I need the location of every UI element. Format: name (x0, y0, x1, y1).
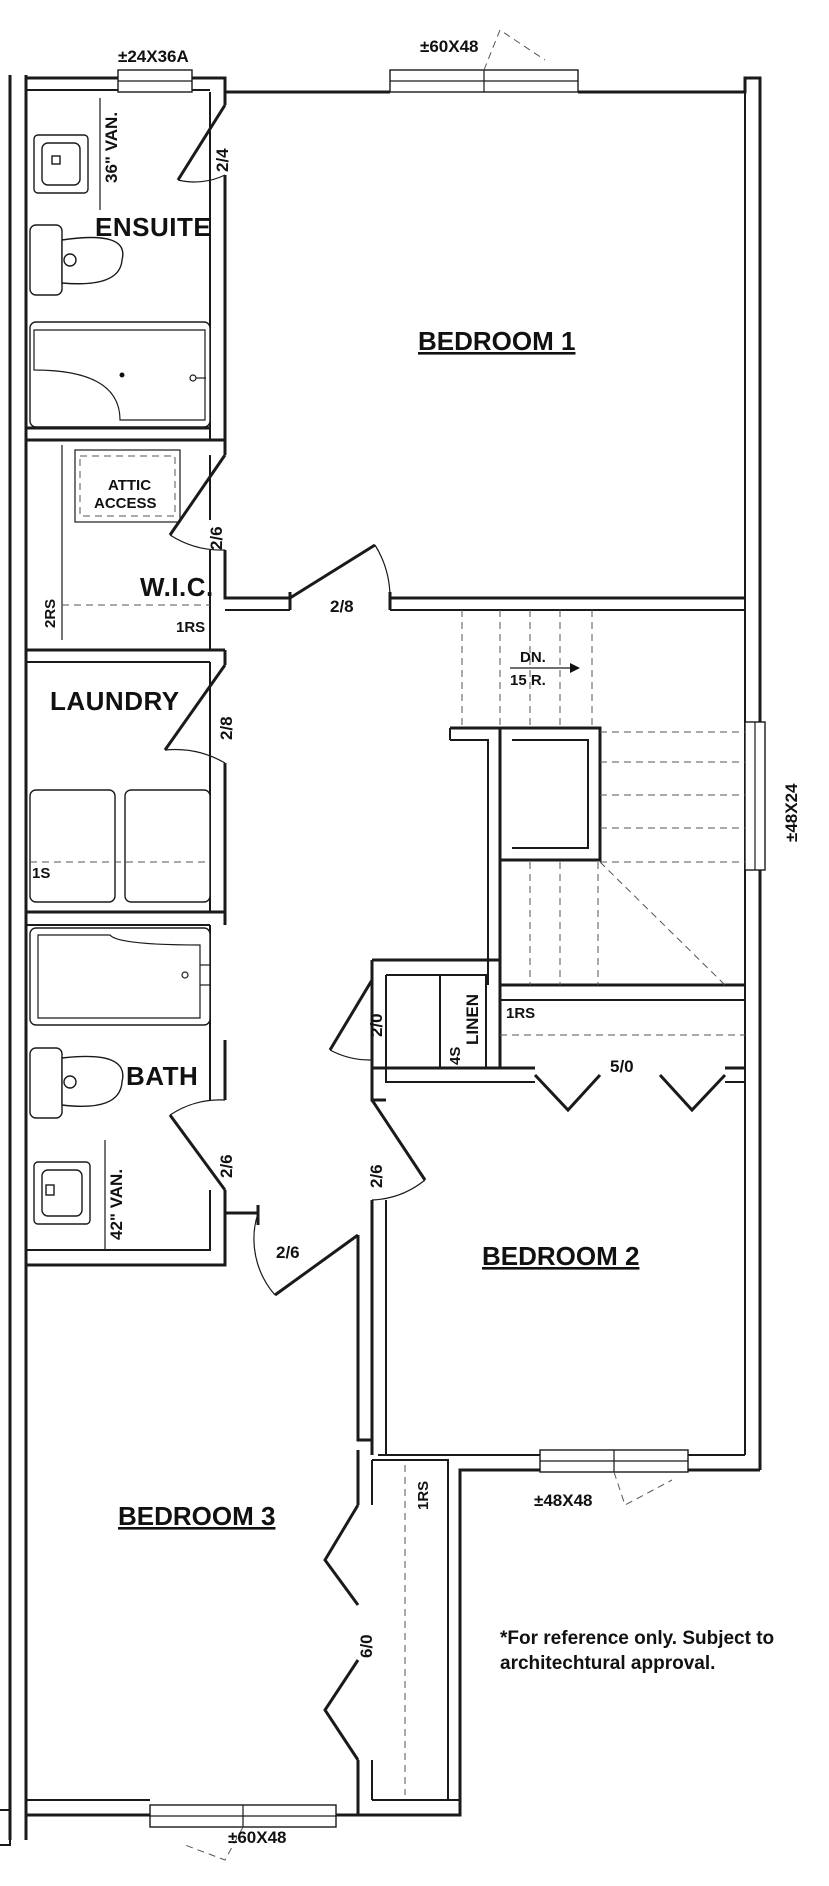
wic-details (61, 445, 210, 640)
disclaimer-line-1: *For reference only. Subject to (500, 1628, 775, 1649)
attic-access-label-2: ACCESS (94, 495, 157, 512)
door-label-bedroom3: 2/6 (276, 1243, 300, 1262)
door-label-wic: 2/6 (207, 526, 226, 550)
door-label-ensuite: 2/4 (213, 148, 232, 172)
vanity-label-ensuite: 36" VAN. (102, 112, 121, 183)
room-label-bedroom3: BEDROOM 3 (118, 1501, 275, 1531)
door-label-closet-bedroom3: 6/0 (357, 1634, 376, 1658)
vanity-label-bath: 42" VAN. (107, 1169, 126, 1240)
wic-shelf-1rs: 1RS (176, 619, 205, 636)
disclaimer-note: *For reference only. Subject to architec… (500, 1626, 820, 1676)
room-label-ensuite: ENSUITE (95, 212, 211, 242)
exterior-walls (0, 75, 762, 1846)
laundry-shelf-1s: 1S (32, 865, 50, 882)
ensuite-fixtures (29, 98, 211, 428)
door-ensuite (176, 104, 227, 183)
door-label-bath: 2/6 (217, 1154, 236, 1178)
window-bedroom3 (149, 1804, 337, 1861)
disclaimer-line-2: architechtural approval. (500, 1653, 716, 1674)
door-bedroom3 (253, 1205, 359, 1297)
door-bedroom2 (370, 1099, 427, 1201)
window-label-bedroom3: ±60X48 (228, 1828, 287, 1847)
window-label-bedroom2: ±48X48 (534, 1491, 593, 1510)
window-stair (744, 721, 766, 871)
staircase (461, 610, 745, 1036)
window-bedroom2 (539, 1449, 689, 1506)
door-label-closet-bedroom2: 5/0 (610, 1057, 634, 1076)
door-laundry (163, 664, 227, 764)
stairs-down-label: DN. (520, 649, 546, 666)
bedroom3-shelf-1rs: 1RS (415, 1481, 432, 1510)
door-closet-bedroom2 (533, 1073, 727, 1113)
door-label-linen: 2/0 (367, 1013, 386, 1037)
room-label-laundry: LAUNDRY (50, 686, 180, 716)
door-closet-bedroom3 (323, 1504, 360, 1761)
window-label-bedroom1: ±60X48 (420, 37, 479, 56)
room-label-bath: BATH (126, 1061, 198, 1091)
door-label-laundry: 2/8 (217, 716, 236, 740)
window-bedroom1 (389, 29, 579, 93)
bath-fixtures (29, 927, 211, 1250)
window-label-ensuite: ±24X36A (118, 47, 189, 66)
stairs-risers-label: 15 R. (510, 672, 546, 689)
hall-shelf-1rs: 1RS (506, 1005, 535, 1022)
door-linen (328, 979, 374, 1061)
door-bedroom1 (288, 543, 392, 610)
room-label-bedroom1: BEDROOM 1 (418, 326, 575, 356)
door-label-bedroom2: 2/6 (367, 1164, 386, 1188)
door-bath (168, 1099, 227, 1191)
door-label-bedroom1: 2/8 (330, 597, 354, 616)
room-label-bedroom2: BEDROOM 2 (482, 1241, 639, 1271)
window-label-stair: ±48X24 (782, 783, 801, 842)
window-ensuite (117, 69, 193, 93)
room-label-linen: LINEN (463, 994, 482, 1045)
wic-shelf-2rs: 2RS (42, 599, 59, 628)
attic-access-label-1: ATTIC (108, 477, 151, 494)
linen-shelf-4s: 4S (447, 1047, 464, 1065)
laundry-appliances (29, 789, 211, 903)
room-label-wic: W.I.C. (140, 572, 214, 602)
